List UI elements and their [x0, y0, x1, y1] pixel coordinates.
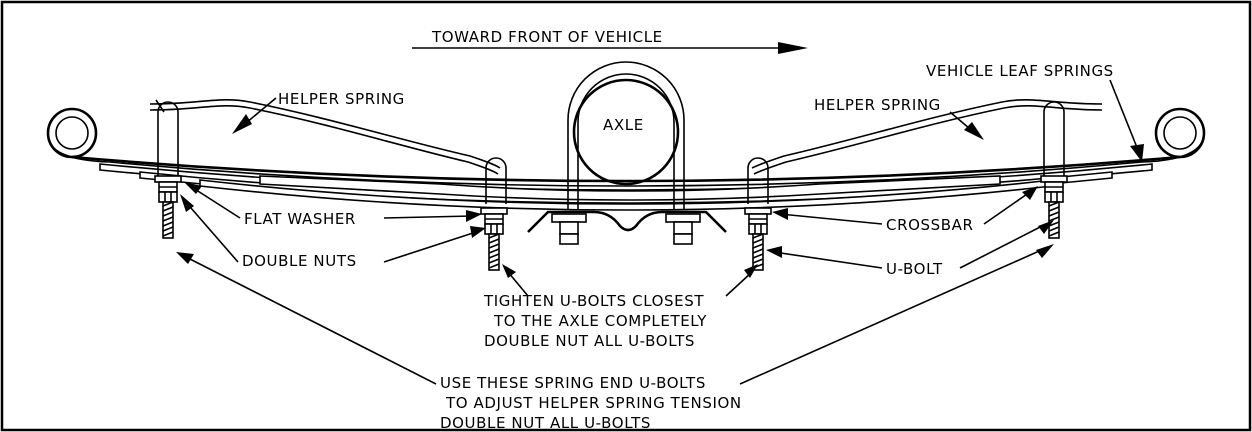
direction-arrowhead [778, 42, 808, 54]
svg-text:TO THE AXLE COMPLETELY: TO THE AXLE COMPLETELY [493, 312, 707, 330]
crossbar-label: CROSSBAR [886, 216, 974, 234]
axle: AXLE [567, 61, 685, 210]
axle-label: AXLE [603, 116, 644, 134]
flat-washer-label: FLAT WASHER [244, 210, 356, 228]
u-bolt-label: U-BOLT [886, 260, 943, 278]
svg-text:TIGHTEN U-BOLTS CLOSEST: TIGHTEN U-BOLTS CLOSEST [483, 292, 704, 310]
helper-spring-right-label: HELPER SPRING [814, 96, 941, 114]
svg-text:USE THESE SPRING END U-BOLTS: USE THESE SPRING END U-BOLTS [440, 374, 706, 392]
double-nuts-label: DOUBLE NUTS [242, 252, 357, 270]
helper-spring-left-label: HELPER SPRING [278, 90, 405, 108]
svg-text:DOUBLE NUT ALL U-BOLTS: DOUBLE NUT ALL U-BOLTS [440, 414, 651, 432]
svg-text:TO ADJUST HELPER SPRING TENSIO: TO ADJUST HELPER SPRING TENSION [445, 394, 742, 412]
u-bolt-outer-right [1040, 101, 1068, 239]
u-bolt-inner-right [744, 157, 772, 271]
u-bolt-outer-left [154, 101, 182, 239]
helper-spring-left [149, 98, 501, 175]
spring-end-note: USE THESE SPRING END U-BOLTS TO ADJUST H… [440, 374, 742, 432]
u-bolt-inner-left [480, 157, 508, 271]
svg-text:DOUBLE NUT ALL U-BOLTS: DOUBLE NUT ALL U-BOLTS [484, 332, 695, 350]
axle-saddle [527, 210, 727, 245]
vehicle-leaf-springs [46, 107, 1206, 211]
tighten-note: TIGHTEN U-BOLTS CLOSEST TO THE AXLE COMP… [483, 292, 707, 350]
vehicle-leaf-springs-label: VEHICLE LEAF SPRINGS [926, 62, 1114, 80]
direction-title: TOWARD FRONT OF VEHICLE [431, 28, 663, 46]
